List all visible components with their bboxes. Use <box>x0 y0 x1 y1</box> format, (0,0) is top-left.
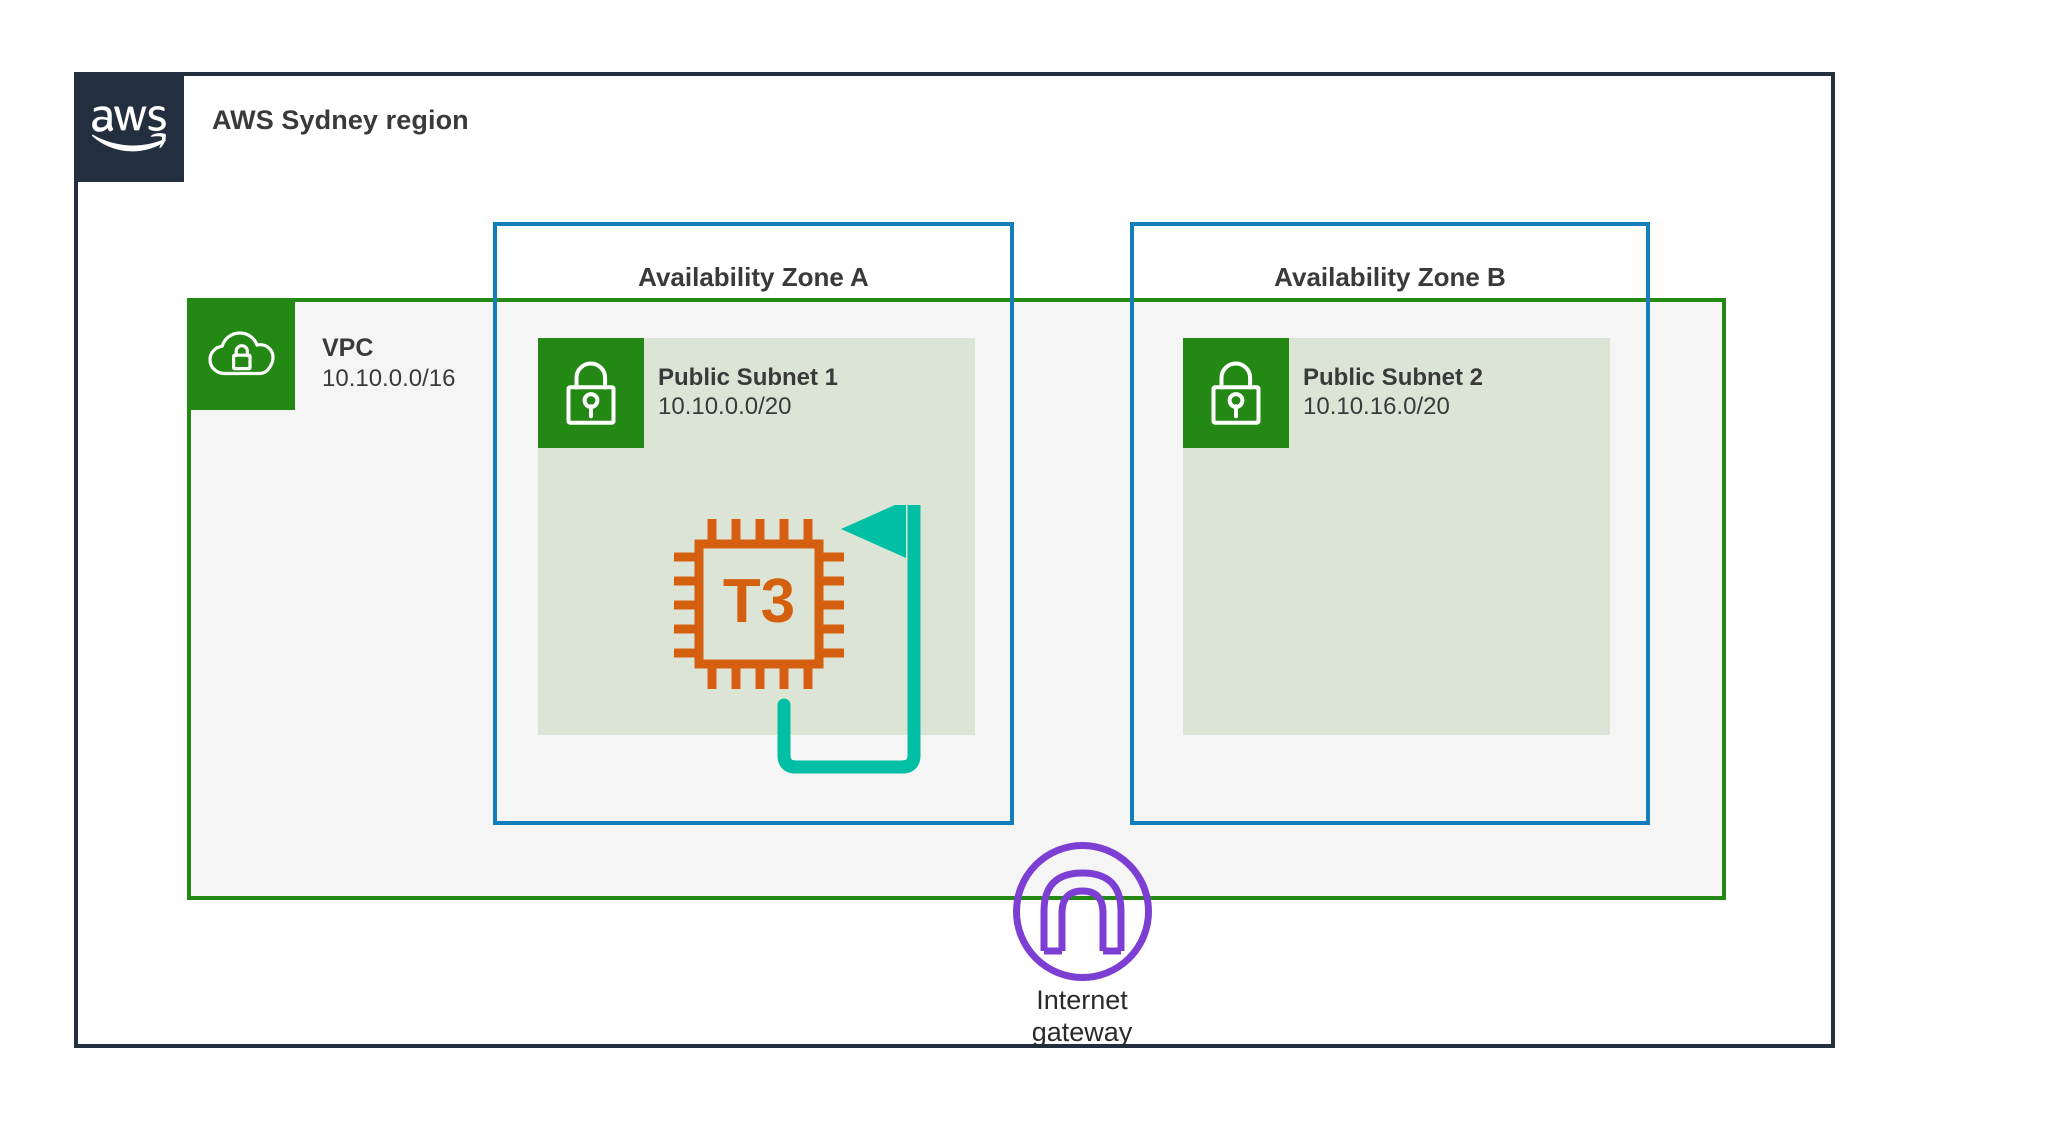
aws-logo-icon <box>74 72 184 182</box>
vpc-title: VPC <box>322 334 374 362</box>
region-title: AWS Sydney region <box>212 105 469 135</box>
availability-zone-b-boundary: Availability Zone B <box>1130 222 1650 825</box>
public-subnet-1-cidr: 10.10.0.0/20 <box>658 393 792 421</box>
padlock-icon <box>1183 338 1289 448</box>
public-subnet-2-title: Public Subnet 2 <box>1303 364 1484 391</box>
availability-zone-a-boundary: Availability Zone A <box>493 222 1014 825</box>
public-subnet-1-title: Public Subnet 1 <box>658 364 839 391</box>
vpc-label: VPC 10.10.0.0/16 <box>322 333 455 393</box>
vpc-cloud-lock-icon <box>189 300 295 410</box>
public-subnet-1-label: Public Subnet 1 10.10.0.0/20 <box>658 363 838 422</box>
availability-zone-a-title: Availability Zone A <box>638 262 869 292</box>
internet-gateway-label-line1: Internet <box>1036 985 1128 1015</box>
instance-type-label: T3 <box>723 567 795 636</box>
cpu-chip-icon: T3 <box>670 515 848 693</box>
internet-gateway-icon <box>1010 839 1155 984</box>
availability-zone-b-title: Availability Zone B <box>1274 262 1506 292</box>
public-subnet-2-cidr: 10.10.16.0/20 <box>1303 393 1450 421</box>
vpc-cidr: 10.10.0.0/16 <box>322 364 456 392</box>
public-subnet-2-label: Public Subnet 2 10.10.16.0/20 <box>1303 363 1483 422</box>
padlock-icon <box>538 338 644 448</box>
internet-gateway-label-line2: gateway <box>1031 1016 1133 1047</box>
public-subnet-2-panel: Public Subnet 2 10.10.16.0/20 <box>1183 338 1610 735</box>
internet-gateway-label: Internet gateway <box>952 985 1212 1048</box>
